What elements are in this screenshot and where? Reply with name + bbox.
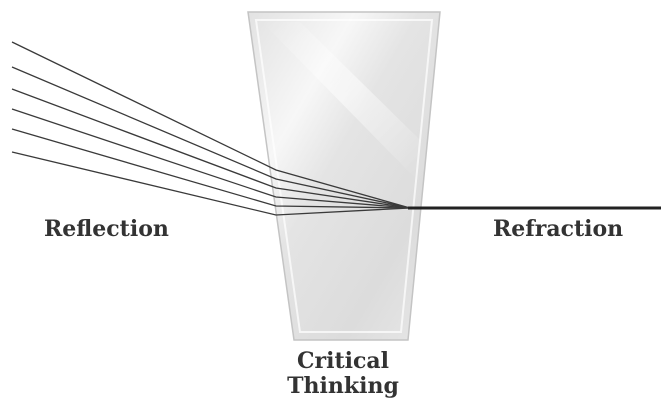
prism-inner-bevel [254,19,434,333]
critical-thinking-label: Critical Thinking [272,349,414,399]
reflection-label: Reflection [44,216,169,242]
refraction-label: Refraction [493,216,624,242]
prism-block [247,11,441,341]
critical-thinking-line-2: Thinking [287,373,399,399]
incoming-ray [11,128,411,209]
incoming-rays [11,41,411,216]
incoming-ray [11,41,411,209]
prism-shine [262,22,420,178]
incoming-ray [11,151,411,216]
incoming-ray [11,88,411,209]
incoming-ray [11,108,411,209]
incoming-ray [11,66,411,209]
critical-thinking-line-1: Critical [297,348,389,374]
